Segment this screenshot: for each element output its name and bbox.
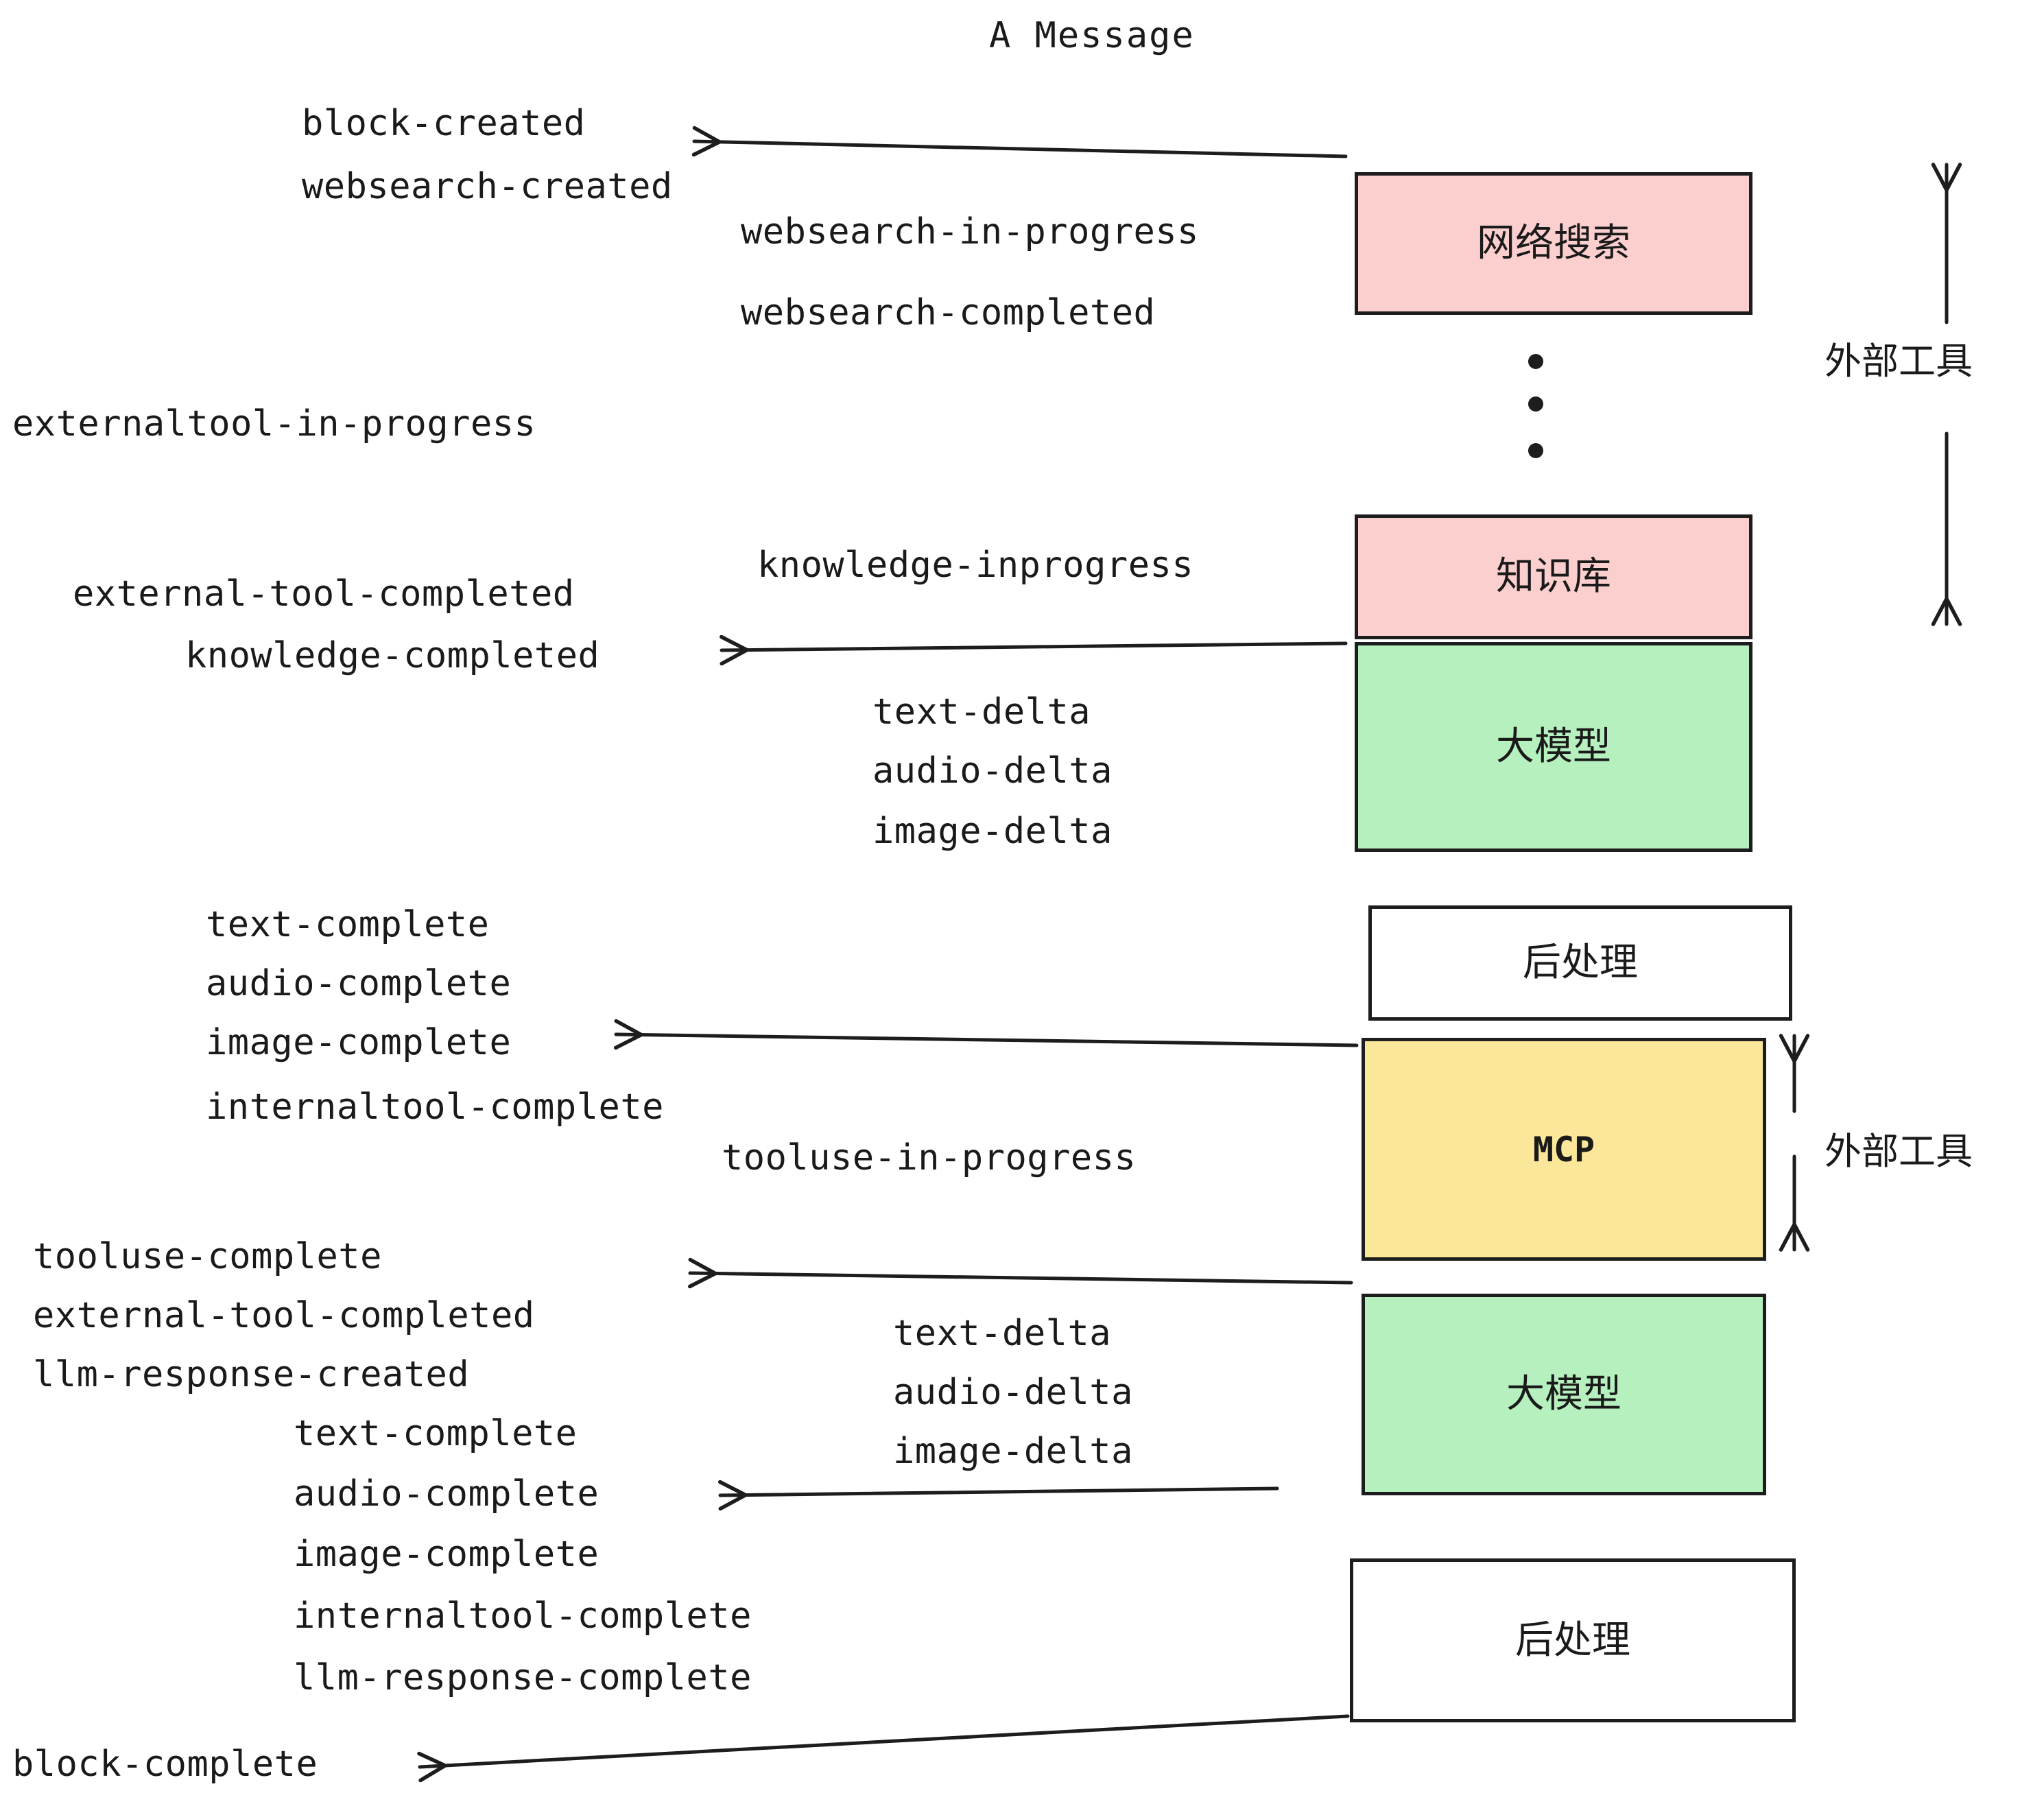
event-label-external-tool-completed-2: external-tool-completed xyxy=(33,1295,535,1336)
event-label-externaltool-in-progress: externaltool-in-progress xyxy=(12,403,536,444)
event-label-text-delta-1: text-delta xyxy=(872,691,1091,733)
event-label-knowledge-inprogress: knowledge-inprogress xyxy=(757,545,1194,586)
event-label-websearch-in-progress: websearch-in-progress xyxy=(741,211,1199,252)
event-label-text-delta-2: text-delta xyxy=(893,1313,1112,1354)
node-label: 知识库 xyxy=(1496,554,1611,599)
node-label: 后处理 xyxy=(1523,940,1638,985)
event-label-image-complete-2: image-complete xyxy=(294,1534,599,1575)
node-label: 大模型 xyxy=(1496,724,1611,769)
event-label-audio-delta-1: audio-delta xyxy=(872,750,1113,792)
event-label-tooluse-complete: tooluse-complete xyxy=(33,1236,382,1277)
edge-mcp-to-image-complete xyxy=(613,1019,1359,1050)
event-label-internaltool-complete-1: internaltool-complete xyxy=(206,1087,664,1128)
event-label-knowledge-completed: knowledge-completed xyxy=(185,635,600,676)
event-label-audio-delta-2: audio-delta xyxy=(893,1372,1133,1413)
event-label-block-created: block-created xyxy=(302,103,586,144)
event-label-audio-complete-2: audio-complete xyxy=(294,1473,599,1515)
node-label: MCP xyxy=(1532,1129,1595,1170)
event-label-external-tool-completed-1: external-tool-completed xyxy=(73,573,575,615)
node-mcp[interactable]: MCP xyxy=(1362,1038,1766,1261)
node-websearch[interactable]: 网络搜索 xyxy=(1355,172,1752,315)
event-label-websearch-created: websearch-created xyxy=(302,166,673,207)
page-title: A Message xyxy=(989,15,1195,56)
event-label-audio-complete-1: audio-complete xyxy=(206,963,512,1004)
event-label-llm-response-complete: llm-response-complete xyxy=(294,1657,752,1698)
ellipsis-dot-2 xyxy=(1528,396,1543,412)
node-label: 大模型 xyxy=(1506,1372,1621,1416)
node-llm-2[interactable]: 大模型 xyxy=(1362,1294,1766,1495)
edge-websearch-to-block-created xyxy=(691,126,1348,158)
node-llm-1[interactable]: 大模型 xyxy=(1355,642,1752,852)
node-label: 后处理 xyxy=(1515,1617,1630,1663)
edge-knowledge-to-knowledge-completed xyxy=(720,634,1348,666)
node-postproc-2[interactable]: 后处理 xyxy=(1350,1558,1796,1722)
event-label-text-complete-2: text-complete xyxy=(294,1413,578,1454)
event-label-internaltool-complete-2: internaltool-complete xyxy=(294,1595,752,1637)
edge-postproc2-to-block-complete xyxy=(417,1714,1350,1783)
edge-llm2-to-audio-complete xyxy=(718,1480,1279,1511)
event-label-block-complete: block-complete xyxy=(12,1744,318,1785)
event-label-tooluse-in-progress: tooluse-in-progress xyxy=(722,1137,1137,1178)
node-knowledge[interactable]: 知识库 xyxy=(1355,514,1752,639)
node-postproc-1[interactable]: 后处理 xyxy=(1368,905,1792,1021)
event-label-image-delta-2: image-delta xyxy=(893,1431,1133,1472)
annotation-external-tools-top: 外部工具 xyxy=(1825,340,1973,383)
event-label-image-delta-1: image-delta xyxy=(872,811,1113,852)
edge-mcp-to-tooluse-complete xyxy=(687,1257,1353,1289)
event-label-text-complete-1: text-complete xyxy=(206,904,490,945)
event-label-image-complete-1: image-complete xyxy=(206,1022,512,1063)
annotation-external-tools-bottom: 外部工具 xyxy=(1825,1130,1973,1173)
event-label-llm-response-created: llm-response-created xyxy=(33,1354,470,1395)
ellipsis-dot-3 xyxy=(1528,443,1543,458)
event-label-websearch-completed: websearch-completed xyxy=(741,292,1156,333)
node-label: 网络搜索 xyxy=(1477,221,1630,265)
ellipsis-dot-1 xyxy=(1528,354,1543,369)
